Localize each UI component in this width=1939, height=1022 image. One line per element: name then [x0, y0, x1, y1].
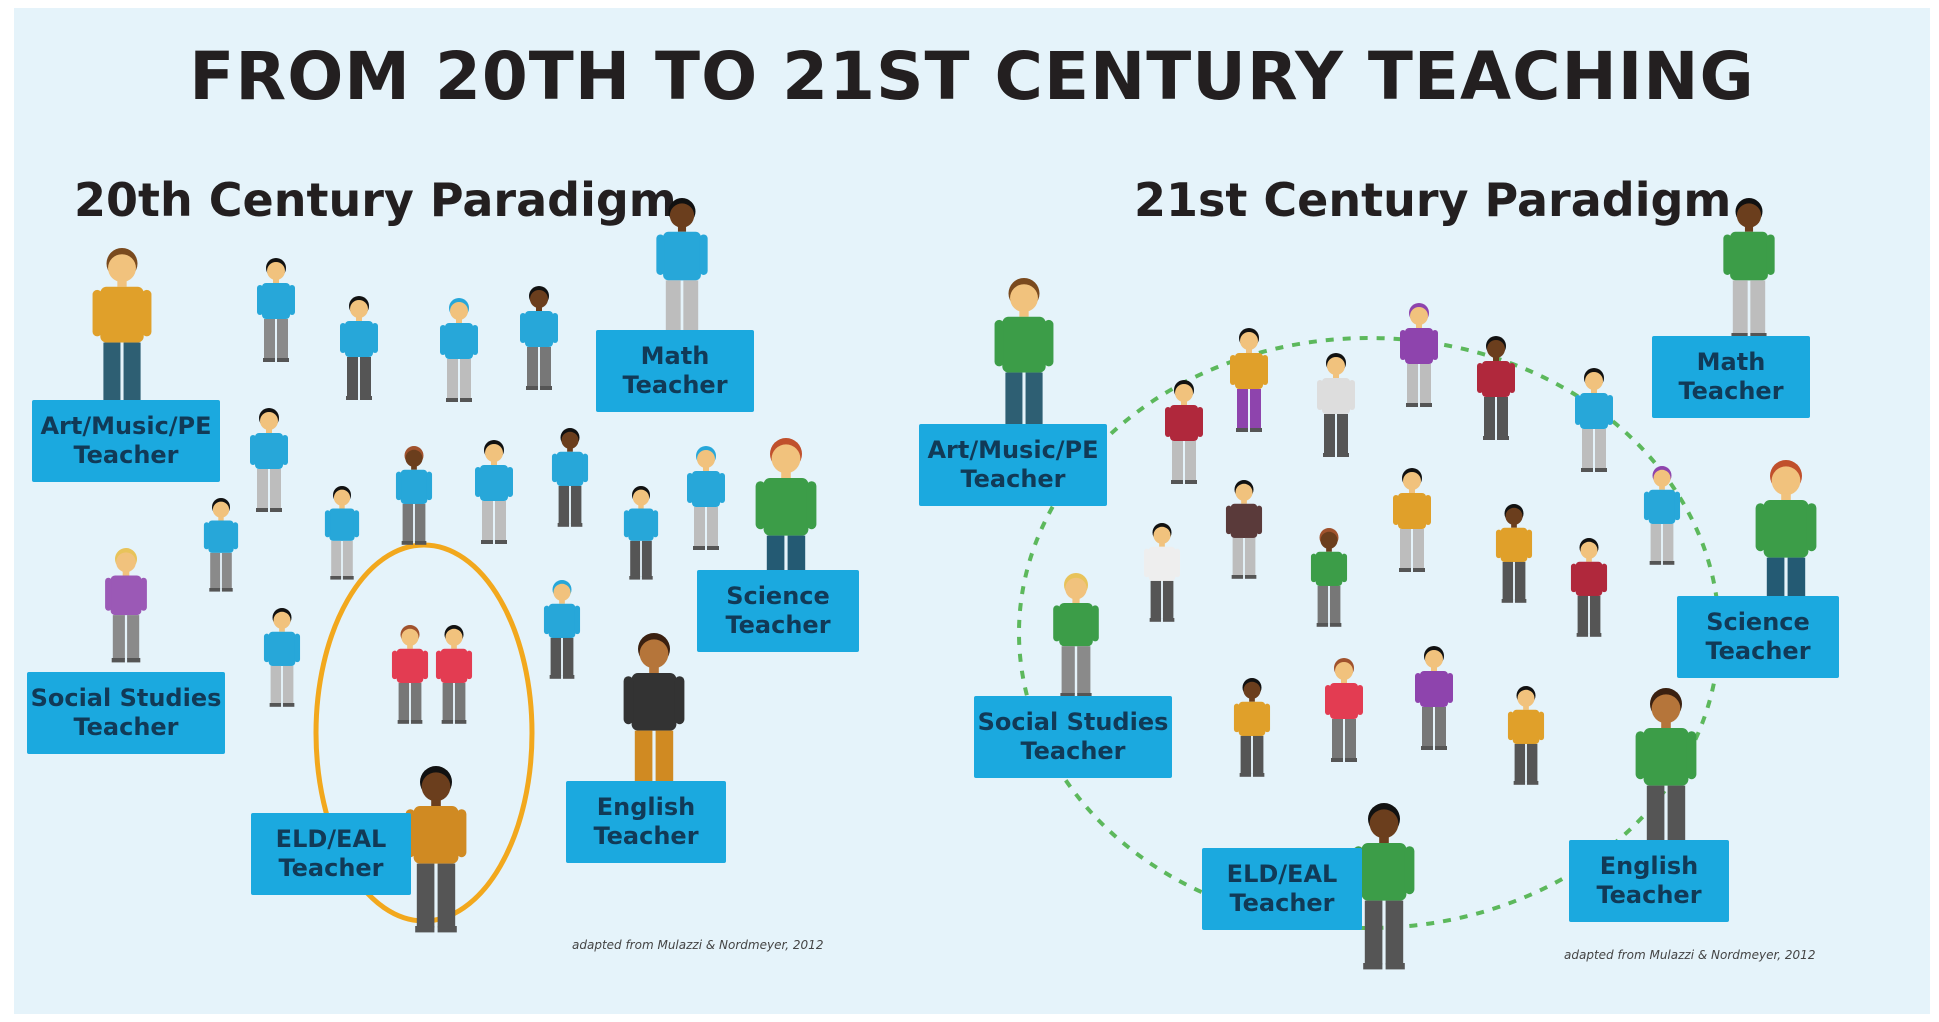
student-figure	[543, 580, 581, 679]
student-figure	[1230, 328, 1268, 432]
student-figure	[1393, 468, 1431, 572]
student-figure	[440, 298, 478, 402]
student-figure	[1143, 523, 1181, 622]
student-figure	[1400, 303, 1438, 407]
student-figure	[551, 428, 589, 527]
student-figure	[257, 258, 295, 362]
student-figure	[475, 440, 513, 544]
teacher-art-right-figure	[994, 278, 1054, 440]
student-figure	[263, 608, 301, 707]
left-label-art-music-pe: Art/Music/PE Teacher	[32, 400, 220, 482]
right-label-english: English Teacher	[1569, 840, 1729, 922]
student-figure	[520, 286, 558, 390]
left-label-eld-eal: ELD/EAL Teacher	[251, 813, 411, 895]
student-figure	[1233, 678, 1271, 777]
diagram-canvas: FROM 20TH TO 21ST CENTURY TEACHING 20th …	[14, 8, 1930, 1014]
right-label-math: Math Teacher	[1652, 336, 1810, 418]
student-figure	[1575, 368, 1613, 472]
student-figure	[1643, 466, 1681, 565]
left-label-english: English Teacher	[566, 781, 726, 863]
student-ell-figure	[435, 625, 473, 724]
teacher-english-right-figure	[1635, 688, 1697, 855]
teacher-math-right-figure	[1723, 198, 1775, 339]
right-panel-heading: 21st Century Paradigm	[1134, 173, 1732, 227]
student-figure	[1495, 504, 1533, 603]
teacher-eld-right-figure	[1353, 803, 1415, 970]
student-figure	[1570, 538, 1608, 637]
student-figure	[324, 486, 360, 580]
right-label-eld-eal: ELD/EAL Teacher	[1202, 848, 1362, 930]
teacher-eld-left-figure	[405, 766, 467, 933]
student-figure	[1310, 528, 1348, 627]
right-credit: adapted from Mulazzi & Nordmeyer, 2012	[1564, 948, 1816, 962]
student-figure	[1165, 380, 1203, 484]
student-figure	[1317, 353, 1355, 457]
right-label-social-studies: Social Studies Teacher	[974, 696, 1172, 778]
teacher-social-right-figure	[1053, 573, 1099, 698]
left-credit: adapted from Mulazzi & Nordmeyer, 2012	[572, 938, 824, 952]
student-ell-figure	[391, 625, 429, 724]
teacher-art-left-figure	[92, 248, 152, 410]
teacher-math-left-figure	[656, 198, 708, 339]
left-label-math: Math Teacher	[596, 330, 754, 412]
right-label-science: Science Teacher	[1677, 596, 1839, 678]
left-label-science: Science Teacher	[697, 570, 859, 652]
student-figure	[687, 446, 725, 550]
student-figure	[623, 486, 659, 580]
student-figure	[203, 498, 239, 592]
left-label-social-studies: Social Studies Teacher	[27, 672, 225, 754]
student-figure	[1477, 336, 1515, 440]
student-figure	[395, 446, 433, 545]
student-figure	[1507, 686, 1545, 785]
teacher-english-left-figure	[623, 633, 685, 800]
student-figure	[1415, 646, 1453, 750]
student-figure	[1225, 480, 1263, 579]
right-label-art-music-pe: Art/Music/PE Teacher	[919, 424, 1107, 506]
student-figure	[340, 296, 378, 400]
page-title: FROM 20TH TO 21ST CENTURY TEACHING	[189, 38, 1755, 115]
student-figure	[1325, 658, 1363, 762]
teacher-social-left-figure	[105, 548, 147, 663]
student-figure	[250, 408, 288, 512]
left-panel-heading: 20th Century Paradigm	[74, 173, 677, 227]
